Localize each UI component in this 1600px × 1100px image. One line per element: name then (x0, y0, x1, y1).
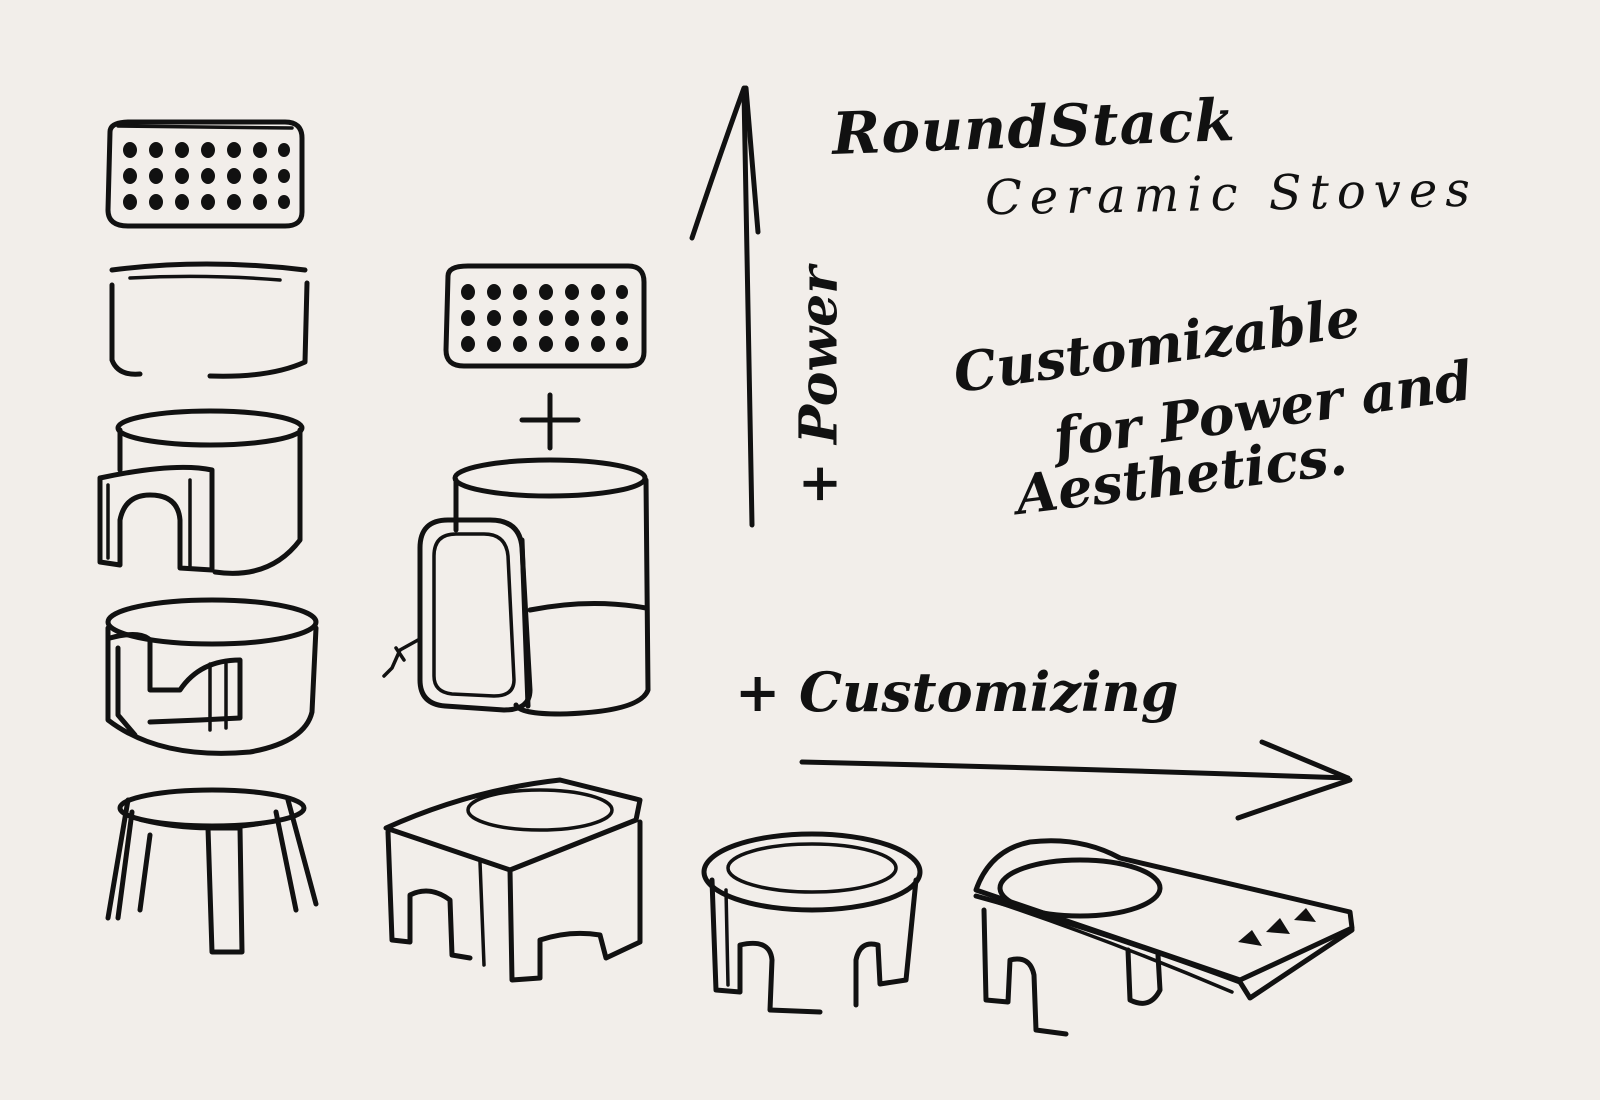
square-base (383, 777, 643, 983)
arched-chamber (97, 408, 305, 576)
perforated-grate-assembled (443, 263, 647, 369)
firebox-ring (105, 597, 319, 756)
legged-base (105, 787, 319, 955)
griddle-stove-variant (973, 838, 1355, 1037)
title: RoundStack (830, 85, 1237, 169)
round-stove-variant (701, 831, 923, 1015)
ring-segment (109, 261, 310, 379)
power-axis-label: + Power (788, 266, 850, 506)
assembled-stove-body (382, 457, 651, 717)
grate-holes (123, 142, 290, 210)
customizing-axis-arrow (799, 739, 1353, 821)
plus-sign (519, 392, 581, 451)
subtitle: Ceramic Stoves (984, 161, 1479, 227)
power-axis-arrow (689, 85, 761, 528)
customizing-axis-label: + Customizing (735, 660, 1179, 724)
perforated-grate-top (105, 119, 305, 229)
grate-holes-assembled (461, 284, 628, 352)
